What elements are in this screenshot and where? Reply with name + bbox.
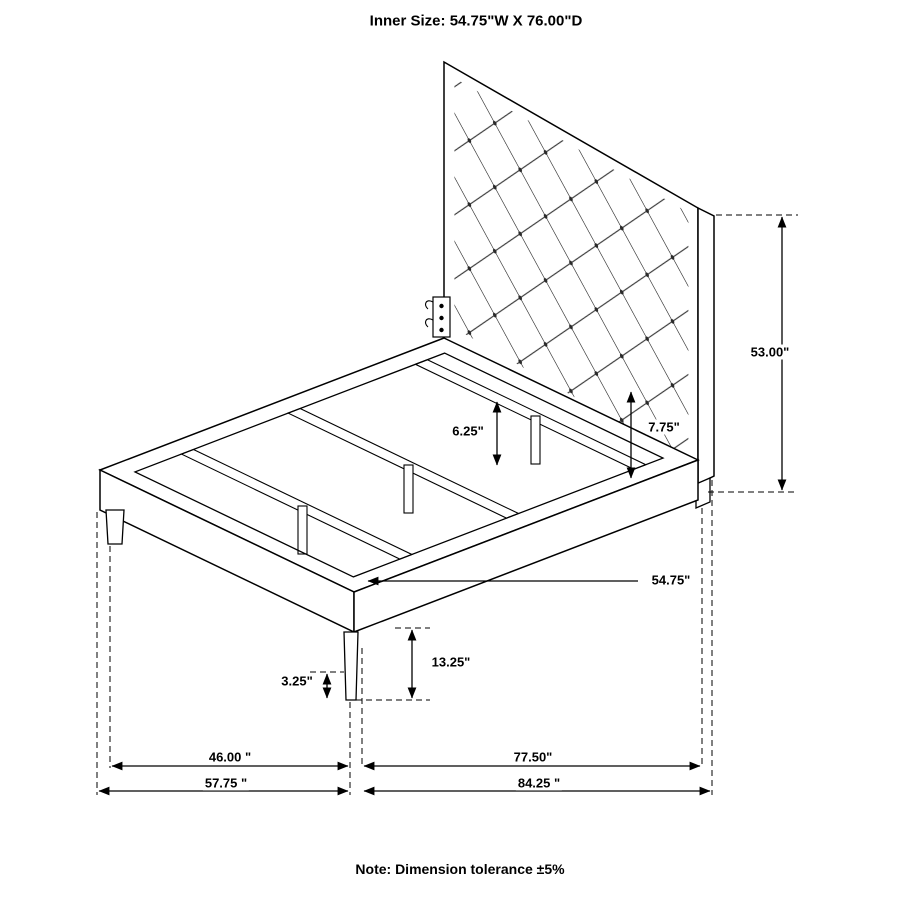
inner-width-label: 54.75" [649,572,693,588]
rail-depth-label: 7.75" [646,419,682,435]
tolerance-note: Note: Dimension tolerance ±5% [353,861,567,877]
headboard-tufting [454,77,689,463]
bed-frame [98,296,700,701]
overall-length-label: 84.25 " [515,775,563,791]
side-length-label: 77.50" [511,749,555,765]
corner-leg-left [105,509,125,545]
bracket-detail [424,296,451,338]
headboard-height-label: 53.00" [748,344,792,360]
leg-height-label: 3.25" [279,673,315,689]
slat-depth-label: 6.25" [450,423,486,439]
corner-leg-front [343,631,359,701]
extension-lines [96,214,798,795]
center-leg-2 [403,464,414,514]
foot-width-label: 46.00 " [206,749,254,765]
center-leg-1 [530,415,541,465]
side-rail-height-label: 13.25" [429,654,473,670]
page-title: Inner Size: 54.75"W X 76.00"D [367,12,585,30]
overall-width-label: 57.75 " [202,775,250,791]
center-leg-3 [297,505,308,555]
headboard [443,60,715,509]
headboard-side-panel [697,206,715,486]
